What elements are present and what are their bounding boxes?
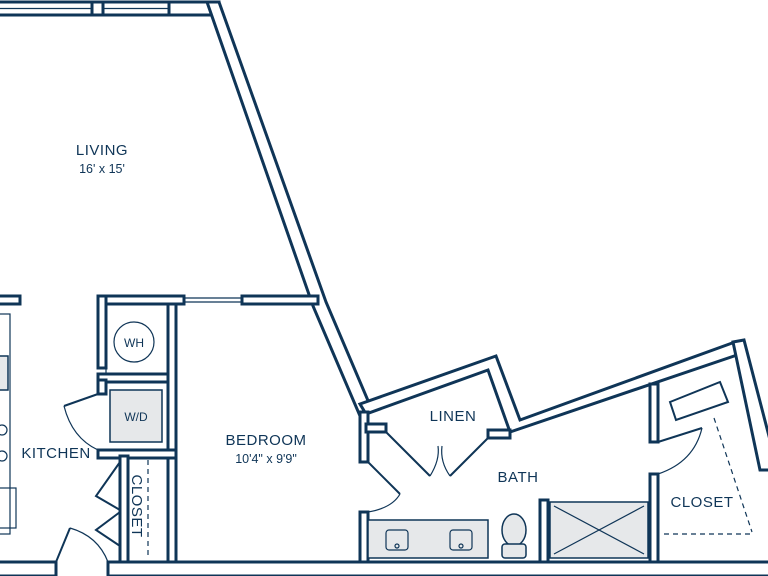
- wh-wd-divider: [96, 372, 178, 384]
- entry-door-leaf: [55, 527, 71, 563]
- water-heater-label: WH: [124, 336, 144, 350]
- kitchen-counter: [0, 313, 11, 535]
- linen-door-right: [449, 437, 489, 477]
- bath-door-swing: [367, 493, 401, 513]
- wd-west-stub: [96, 378, 108, 396]
- sink-right-drain: [458, 543, 464, 549]
- living-room-dims: 16' x 15': [79, 162, 125, 176]
- cooktop-burner-2: [0, 450, 8, 462]
- washer-dryer-icon: [109, 389, 163, 443]
- linen-door-left: [385, 431, 431, 477]
- east-wall: [731, 338, 768, 472]
- window-mullion: [90, 0, 105, 17]
- water-heater-icon: [113, 321, 155, 363]
- linen-door-right-swing: [441, 445, 451, 477]
- hall-closet-label: CLOSET: [128, 474, 145, 537]
- bath-label: BATH: [498, 469, 539, 486]
- bottom-wall-main: [106, 560, 768, 576]
- sink-left-icon: [385, 529, 409, 551]
- bedroom-north-wall-right: [240, 294, 320, 306]
- closet-door-leaf: [657, 427, 703, 443]
- living-diagonal-wall: [204, 0, 374, 419]
- closet-west-wall-upper: [648, 382, 660, 444]
- bedroom-west-wall: [166, 302, 178, 564]
- hall-closet-bifold-lower: [94, 511, 121, 547]
- linen-west-stub: [364, 422, 388, 434]
- shower-west-wall: [538, 498, 550, 564]
- sink-left-drain: [394, 543, 400, 549]
- closet-rod-diagonal: [713, 417, 753, 533]
- wh-closet-west-wall: [96, 294, 108, 370]
- bedroom-dims: 10'4" x 9'9": [235, 452, 297, 466]
- bath-closet-label: CLOSET: [670, 494, 733, 511]
- toilet-tank-icon: [501, 543, 527, 559]
- bath-vanity: [367, 519, 489, 559]
- kitchen-label: KITCHEN: [21, 445, 90, 462]
- linen-east-stub: [486, 428, 512, 440]
- linen-label: LINEN: [430, 408, 477, 425]
- wh-closet-interior: [105, 303, 169, 375]
- wd-door-swing: [63, 405, 99, 451]
- doors: [55, 393, 703, 563]
- interior-walls: [96, 294, 660, 564]
- fridge: [0, 487, 17, 529]
- bath-door-leaf: [367, 461, 401, 495]
- bedroom-east-wall-lower: [358, 510, 370, 564]
- sink-right-icon: [449, 529, 473, 551]
- hall-closet-west-wall: [118, 454, 130, 564]
- bottom-wall-left: [0, 560, 58, 576]
- room-labels: LIVING 16' x 15' BEDROOM 10'4" x 9'9" KI…: [21, 142, 733, 538]
- wd-door-leaf: [63, 393, 99, 407]
- living-room-label: LIVING: [76, 142, 128, 159]
- shower-cross-2: [553, 505, 645, 555]
- cooktop-burner-1: [0, 424, 8, 436]
- entry-door-swing: [69, 527, 109, 563]
- bedroom-label: BEDROOM: [225, 432, 306, 449]
- wd-south-wall: [96, 448, 178, 460]
- hall-closet-bifold-upper: [94, 461, 121, 511]
- kitchen-top-stub: [0, 294, 22, 306]
- washer-dryer-label: W/D: [124, 410, 148, 424]
- closet-west-wall-lower: [648, 472, 660, 564]
- closet-shelf-icon: [668, 380, 730, 422]
- bedroom-east-wall-upper: [358, 410, 370, 464]
- kitchen-sink: [0, 355, 9, 391]
- toilet-bowl-icon: [501, 513, 527, 547]
- closet-door-swing: [657, 427, 703, 475]
- linen-door-left-swing: [429, 445, 439, 477]
- fixtures: [0, 303, 753, 559]
